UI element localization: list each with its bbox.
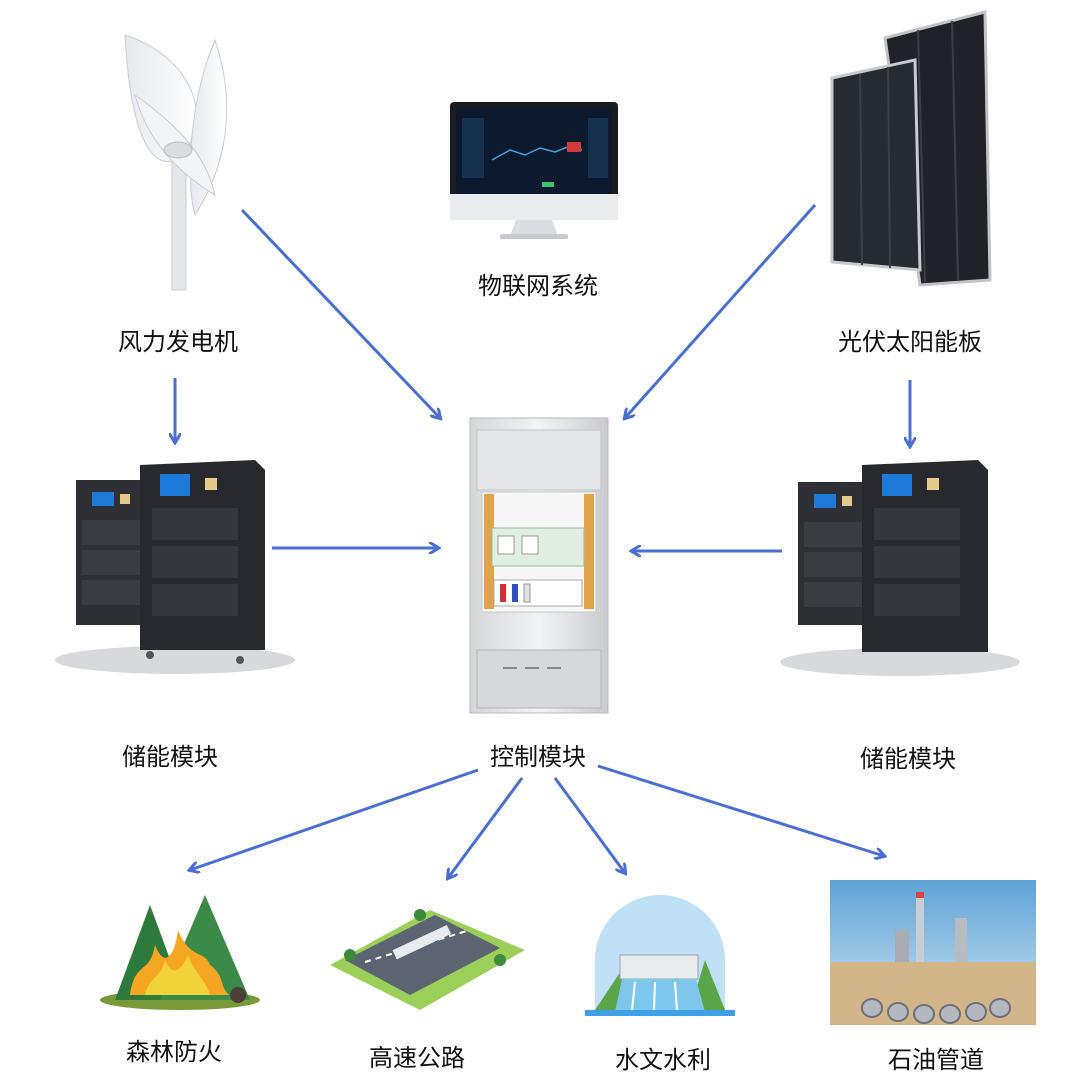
iot-monitor-image <box>450 102 618 239</box>
arrow-control-to-highway <box>448 777 524 878</box>
label-storage-right: 储能模块 <box>860 745 956 773</box>
solar-panel-image <box>830 10 992 287</box>
label-control-module: 控制模块 <box>490 743 586 771</box>
label-iot-system: 物联网系统 <box>478 272 598 300</box>
label-solar-panel: 光伏太阳能板 <box>838 328 982 356</box>
label-wind-turbine: 风力发电机 <box>118 328 238 356</box>
wind-turbine-image <box>124 34 228 291</box>
label-oil-pipeline: 石油管道 <box>888 1046 984 1074</box>
oil-pipeline-image <box>830 880 1036 1025</box>
water-conservancy-image <box>585 895 735 1016</box>
arrow-solar-to-control <box>625 204 817 418</box>
label-forest-fire: 森林防火 <box>126 1038 222 1066</box>
arrow-wind-to-control <box>240 208 440 418</box>
arrow-control-to-oil <box>597 764 884 856</box>
arrow-control-to-forest <box>190 768 479 870</box>
connector-arrows <box>175 204 910 878</box>
storage-cabinet-left-image <box>55 460 295 674</box>
label-storage-left: 储能模块 <box>122 743 218 771</box>
storage-cabinet-right-image <box>780 460 1020 676</box>
highway-image <box>330 909 525 1010</box>
arrow-control-to-water <box>553 777 625 873</box>
label-highway: 高速公路 <box>369 1044 465 1072</box>
control-cabinet-image <box>469 417 609 714</box>
label-water-conservancy: 水文水利 <box>615 1046 711 1074</box>
forest-fire-image <box>100 895 260 1010</box>
